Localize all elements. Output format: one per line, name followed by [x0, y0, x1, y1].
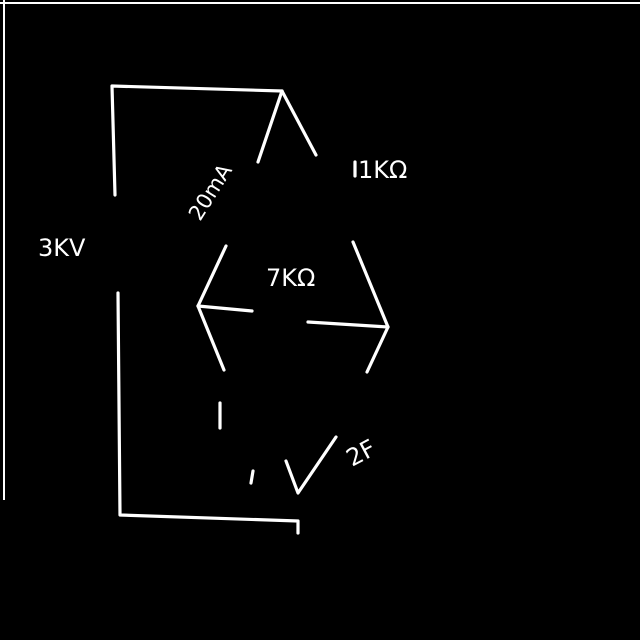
node-right: [306, 320, 390, 329]
source-bottom-wire: [116, 291, 300, 535]
current-label: 20mA: [184, 159, 237, 224]
bridge-network: [196, 89, 390, 495]
branch-upper-left: [196, 244, 228, 308]
source-voltage-label: 3KV: [38, 234, 86, 262]
frame: [0, 0, 640, 500]
small-tick-mark: [249, 469, 255, 485]
source-top-wire: [110, 84, 284, 197]
node-left: [196, 304, 254, 313]
bottom-node: [284, 435, 338, 495]
branch-upper-right: [351, 240, 390, 329]
branch-top-left: [256, 89, 284, 164]
component-bottom-right-label: 2F: [342, 434, 381, 472]
source-loop-wires: [110, 84, 300, 535]
branch-lower-left: [196, 304, 226, 372]
resistor-middle-label: 7KΩ: [266, 264, 315, 292]
branch-lower-right: [365, 325, 390, 374]
branch-top-right: [280, 89, 318, 157]
resistor-top-right-label: 1KΩ: [358, 156, 407, 184]
